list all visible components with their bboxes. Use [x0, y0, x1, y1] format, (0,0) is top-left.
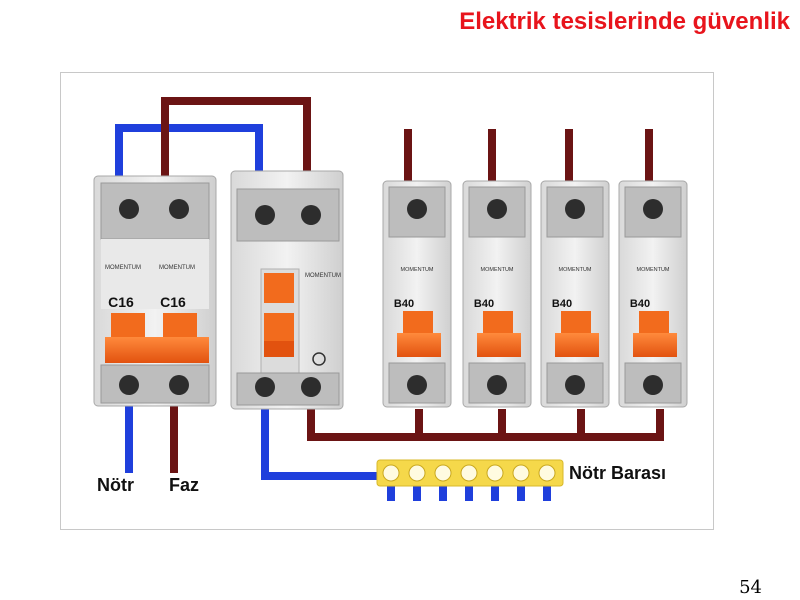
terminal-screw	[565, 375, 585, 395]
wiring-diagram: MOMENTUM MOMENTUM C16 C16 MOMENTUM MOMEN…	[60, 72, 714, 530]
phase-label: Faz	[169, 475, 199, 495]
terminal-screw	[119, 375, 139, 395]
ce-mark	[312, 352, 326, 366]
phase-wire-top	[161, 97, 311, 188]
switch-lever	[639, 311, 669, 333]
neutral-bar-label: Nötr Barası	[569, 463, 666, 483]
breaker-rating: C16	[108, 294, 134, 310]
switch-lever	[483, 311, 513, 333]
brand-label: MOMENTUM	[159, 265, 195, 271]
branch-breaker-3: MOMENTUM B40	[540, 180, 610, 408]
terminal-screw	[487, 375, 507, 395]
brand-label: MOMENTUM	[559, 267, 592, 273]
brand-label: MOMENTUM	[481, 267, 514, 273]
bar-terminal	[382, 464, 400, 482]
bar-terminal	[434, 464, 452, 482]
bar-terminal	[460, 464, 478, 482]
switch-lever	[561, 311, 591, 333]
breaker-rating: B40	[394, 298, 414, 310]
terminal-screw	[301, 205, 321, 225]
brand-label: MOMENTUM	[105, 265, 141, 271]
terminal-screw	[643, 199, 663, 219]
rcd-neutral-to-bar-wire	[261, 405, 381, 480]
terminal-screw	[487, 199, 507, 219]
terminal-screw	[643, 375, 663, 395]
bar-terminal	[512, 464, 530, 482]
neutral-wire-top	[115, 124, 263, 188]
switch-lever	[163, 313, 197, 337]
breaker-rating: B40	[474, 298, 494, 310]
branch-breaker-1: MOMENTUM B40	[382, 180, 452, 408]
rcd-lever	[264, 273, 294, 303]
switch-handle	[555, 333, 599, 357]
terminal-screw	[255, 377, 275, 397]
terminal-screw	[255, 205, 275, 225]
slide-title: Elektrik tesislerinde güvenlik	[459, 8, 790, 35]
terminal-screw	[169, 375, 189, 395]
brand-label: MOMENTUM	[401, 267, 434, 273]
branch-breaker-2: MOMENTUM B40	[462, 180, 532, 408]
bar-terminal	[408, 464, 426, 482]
terminal-screw	[169, 199, 189, 219]
bar-terminal	[538, 464, 556, 482]
switch-handle	[633, 333, 677, 357]
breaker-rating: C16	[160, 294, 186, 310]
main-breaker: MOMENTUM MOMENTUM C16 C16	[93, 175, 217, 407]
terminal-screw	[119, 199, 139, 219]
breaker-rating: B40	[630, 298, 650, 310]
terminal-screw	[301, 377, 321, 397]
bar-terminal	[486, 464, 504, 482]
terminal-screw	[565, 199, 585, 219]
branch-breaker-4: MOMENTUM B40	[618, 180, 688, 408]
neutral-label: Nötr	[97, 475, 134, 495]
switch-handle	[105, 337, 209, 363]
rcd-test-strip	[264, 341, 294, 357]
brand-label: MOMENTUM	[637, 267, 670, 273]
switch-handle	[397, 333, 441, 357]
phase-busbar	[307, 405, 664, 441]
terminal-screw	[407, 375, 427, 395]
page-number: 54	[739, 577, 762, 598]
wires	[115, 97, 664, 480]
switch-lever	[403, 311, 433, 333]
switch-lever	[111, 313, 145, 337]
neutral-bar	[376, 459, 564, 501]
brand-label: MOMENTUM	[305, 273, 341, 279]
rcd-device: MOMENTUM	[230, 170, 344, 410]
switch-handle	[477, 333, 521, 357]
terminal-screw	[407, 199, 427, 219]
breaker-rating: B40	[552, 298, 572, 310]
